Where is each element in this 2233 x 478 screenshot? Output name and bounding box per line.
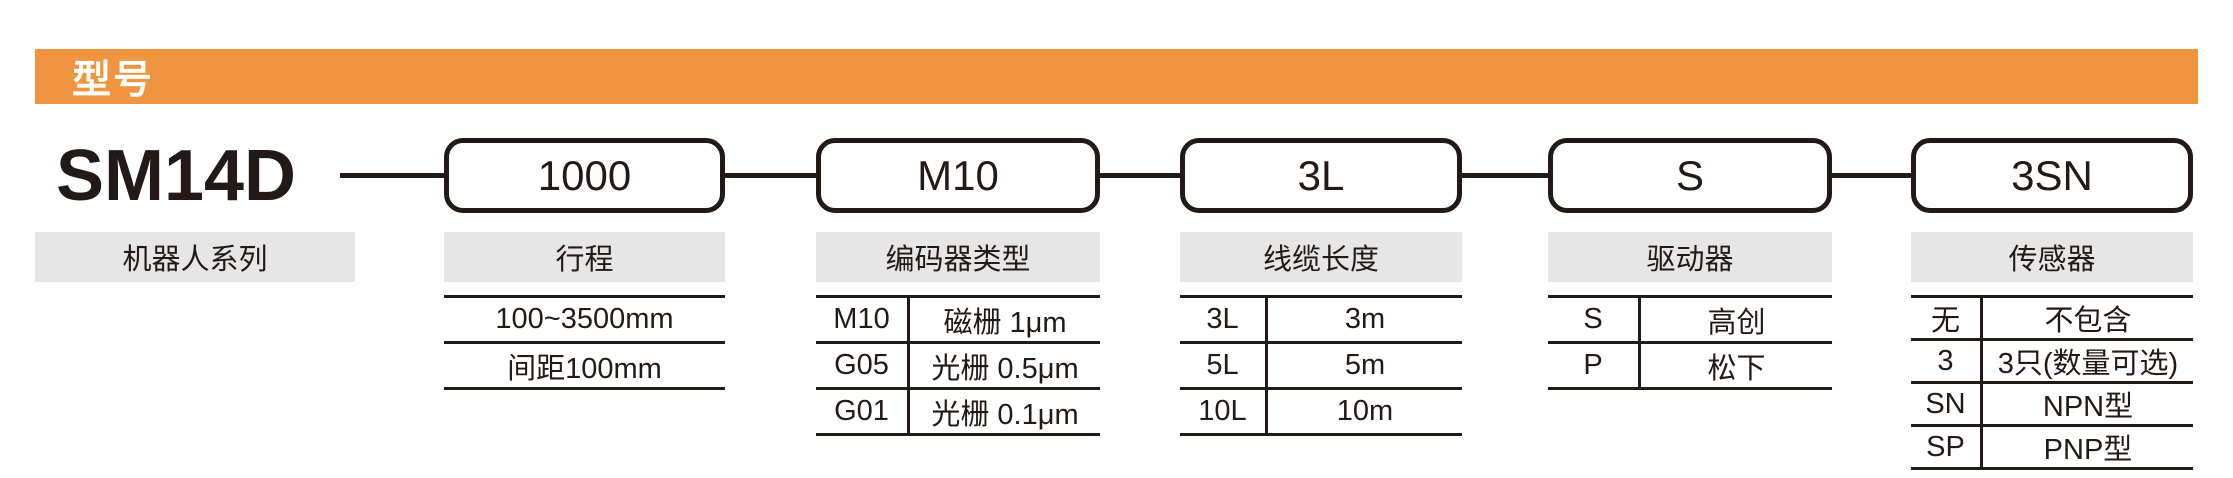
section-title-bar: 型号 bbox=[35, 49, 2198, 104]
option-code: 10L bbox=[1180, 390, 1268, 433]
spec-table-cable: 3L 3m 5L 5m 10L 10m bbox=[1180, 295, 1462, 436]
option-desc: 松下 bbox=[1707, 352, 1766, 385]
option-desc: 10m bbox=[1336, 395, 1394, 427]
segment-label-driver: 驱动器 bbox=[1548, 232, 1832, 282]
table-row: M10 磁栅 1μm bbox=[816, 298, 1100, 344]
option-desc: NPN型 bbox=[2042, 391, 2134, 423]
option-code: M10 bbox=[816, 298, 910, 341]
spec-table-encoder: M10 磁栅 1μm G05 光栅 0.5μm G01 光栅 0.1μm bbox=[816, 295, 1100, 436]
option-code: G01 bbox=[816, 390, 910, 433]
option-code: 5L bbox=[1180, 344, 1268, 387]
table-row: 5L 5m bbox=[1180, 344, 1462, 390]
option-code: P bbox=[1548, 344, 1641, 387]
segment-label-encoder: 编码器类型 bbox=[816, 232, 1100, 282]
option-desc: 3m bbox=[1344, 303, 1386, 335]
option-code: S bbox=[1548, 298, 1641, 341]
table-row: G05 光栅 0.5μm bbox=[816, 344, 1100, 390]
connector-line bbox=[340, 173, 1920, 178]
table-row: 无 不包含 bbox=[1911, 298, 2193, 341]
segment-box-encoder: M10 bbox=[816, 138, 1100, 213]
option-desc: 间距100mm bbox=[507, 352, 662, 385]
segment-box-sensor: 3SN bbox=[1911, 138, 2193, 213]
table-row: 100~3500mm bbox=[444, 298, 725, 344]
option-desc: 光栅 0.5μm bbox=[931, 352, 1079, 385]
table-row: 10L 10m bbox=[1180, 390, 1462, 436]
option-code: SP bbox=[1911, 427, 1983, 467]
series-label: 机器人系列 bbox=[35, 232, 355, 282]
table-row: P 松下 bbox=[1548, 344, 1832, 390]
option-desc: 高创 bbox=[1707, 306, 1766, 339]
segment-label-cable: 线缆长度 bbox=[1180, 232, 1462, 282]
table-row: SP PNP型 bbox=[1911, 427, 2193, 470]
table-row: S 高创 bbox=[1548, 298, 1832, 344]
option-desc: 光栅 0.1μm bbox=[931, 398, 1079, 431]
option-code: 无 bbox=[1911, 298, 1983, 338]
option-code: 3 bbox=[1911, 341, 1983, 381]
option-desc: 3只(数量可选) bbox=[1997, 348, 2179, 380]
option-code: 3L bbox=[1180, 298, 1268, 341]
option-code: SN bbox=[1911, 384, 1983, 424]
option-desc: 100~3500mm bbox=[495, 303, 674, 335]
table-row: 3L 3m bbox=[1180, 298, 1462, 344]
segment-box-cable: 3L bbox=[1180, 138, 1462, 213]
option-desc: PNP型 bbox=[2043, 434, 2133, 466]
option-desc: 5m bbox=[1344, 349, 1386, 381]
table-row: G01 光栅 0.1μm bbox=[816, 390, 1100, 436]
section-title: 型号 bbox=[72, 58, 155, 102]
option-desc: 不包含 bbox=[2044, 305, 2132, 337]
segment-label-sensor: 传感器 bbox=[1911, 232, 2193, 282]
table-row: SN NPN型 bbox=[1911, 384, 2193, 427]
spec-table-stroke: 100~3500mm 间距100mm bbox=[444, 295, 725, 390]
option-desc: 磁栅 1μm bbox=[943, 306, 1067, 339]
segment-box-stroke: 1000 bbox=[444, 138, 725, 213]
spec-table-driver: S 高创 P 松下 bbox=[1548, 295, 1832, 390]
segment-label-stroke: 行程 bbox=[444, 232, 725, 282]
table-row: 间距100mm bbox=[444, 344, 725, 390]
series-code: SM14D bbox=[55, 136, 297, 216]
spec-table-sensor: 无 不包含 3 3只(数量可选) SN NPN型 SP PNP型 bbox=[1911, 295, 2193, 470]
segment-box-driver: S bbox=[1548, 138, 1832, 213]
table-row: 3 3只(数量可选) bbox=[1911, 341, 2193, 384]
option-code: G05 bbox=[816, 344, 910, 387]
